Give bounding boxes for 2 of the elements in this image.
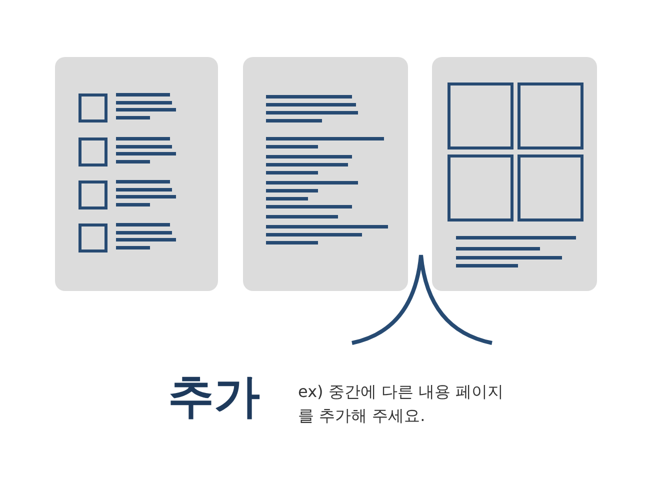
heading-text: 추가 bbox=[168, 368, 260, 424]
instruction-text: ex) 중간에 다른 내용 페이지를 추가해 주세요. bbox=[298, 381, 505, 427]
